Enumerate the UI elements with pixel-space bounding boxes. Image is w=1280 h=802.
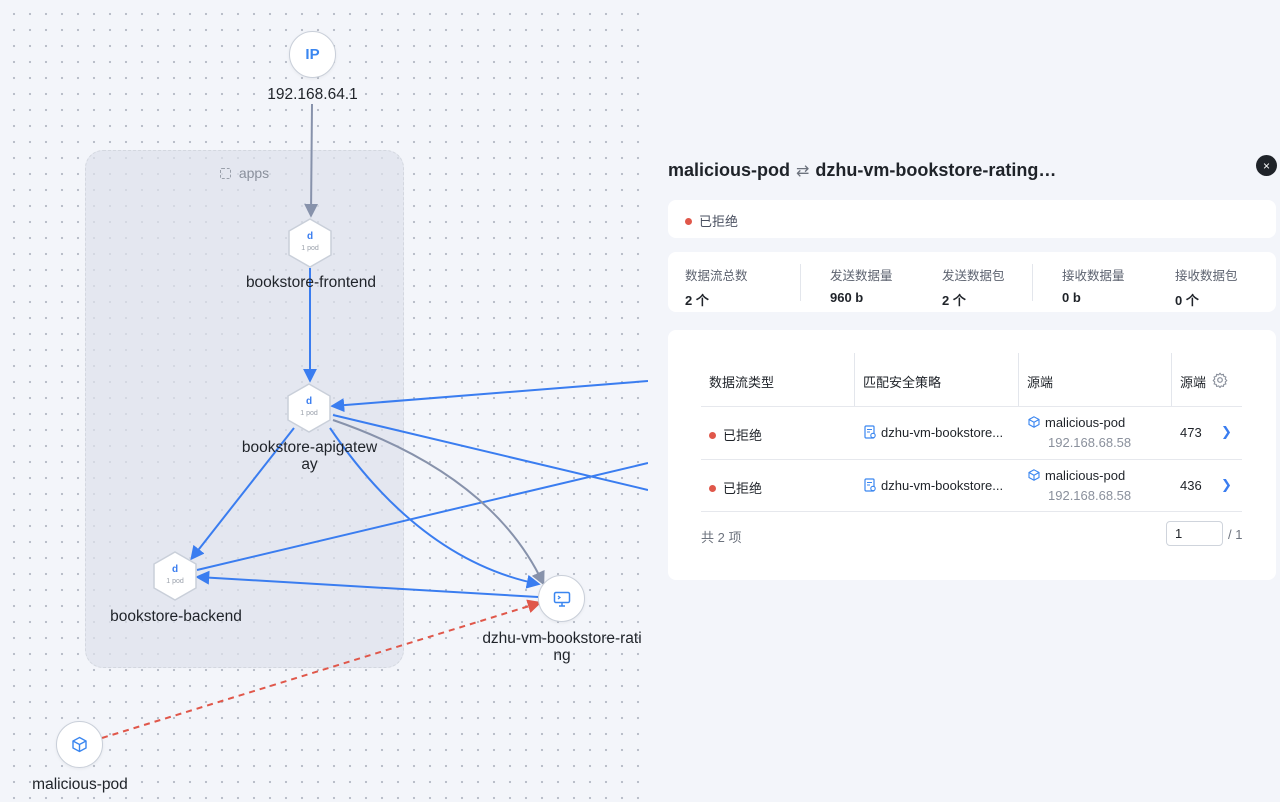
deployment-hex-icon: [153, 551, 197, 601]
namespace-icon: [219, 168, 231, 179]
page-total: / 1: [1228, 527, 1243, 542]
denied-dot-icon: [709, 485, 716, 492]
col-header-flow-type[interactable]: 数据流类型: [709, 375, 775, 390]
monitor-icon: [553, 591, 570, 607]
flow-type-cell: 已拒绝: [709, 478, 762, 497]
deployment-hex-icon: [288, 218, 332, 268]
malicious-pod-label: malicious-pod: [32, 776, 128, 793]
source-ip-cell: 192.168.68.58: [1048, 488, 1132, 503]
row-divider: [701, 459, 1242, 460]
workload-kind: d: [305, 396, 313, 407]
page-number-input[interactable]: [1166, 521, 1223, 546]
namespace-group-apps[interactable]: apps: [85, 150, 404, 668]
deployment-hex-icon: [287, 383, 331, 433]
title-target: dzhu-vm-bookstore-rating…: [815, 160, 1057, 180]
source-name-cell: malicious-pod: [1028, 468, 1125, 483]
edge-apigateway-vm-gray: [332, 419, 545, 586]
flow-type-cell: 已拒绝: [709, 425, 762, 444]
policy-cell[interactable]: dzhu-vm-bookstore...: [864, 425, 1014, 440]
bidirectional-arrow-icon: ⇄: [796, 163, 810, 180]
edge-vm-backend: [195, 570, 539, 598]
row-divider: [701, 511, 1242, 512]
row-expand-chevron-icon[interactable]: ❯: [1221, 477, 1232, 492]
pod-cube-icon: [72, 736, 87, 753]
ip-badge: IP: [305, 46, 320, 63]
edge-apigateway-vm-blue: [329, 427, 541, 589]
edge-apigateway-backend: [190, 427, 295, 561]
panel-title: malicious-pod ⇄ dzhu-vm-bookstore-rating…: [668, 160, 1056, 181]
col-divider: [1018, 353, 1019, 406]
workload-kind: d: [171, 564, 179, 575]
pod-count: 1 pod: [301, 245, 319, 252]
col-divider: [1171, 353, 1172, 406]
stat-divider: [1032, 264, 1033, 301]
edge-apigateway-external: [332, 414, 648, 491]
edge-external-apigateway: [330, 380, 648, 413]
policy-doc-icon: [864, 425, 876, 439]
col-divider: [854, 353, 855, 406]
pod-cube-icon: [1028, 416, 1040, 428]
denied-dot-icon: [709, 432, 716, 439]
row-divider: [701, 406, 1242, 407]
flow-table-card: 数据流类型 匹配安全策略 源端 源端 已拒绝 dzhu-vm-bookstore…: [668, 330, 1276, 580]
source-ip-cell: 192.168.68.58: [1048, 435, 1132, 450]
ip-node-label: 192.168.64.1: [267, 86, 358, 103]
column-settings-gear-icon[interactable]: [1212, 372, 1228, 388]
source-port-cell: 473: [1180, 425, 1202, 440]
vm-node-label: dzhu-vm-bookstore-rating: [482, 630, 642, 664]
group-label: apps: [86, 165, 403, 181]
flow-detail-panel: malicious-pod⇄dzhu-vm-bookstore-rating… …: [662, 150, 1280, 585]
edge-backend-external: [196, 462, 648, 571]
edge-ip-frontend: [304, 103, 319, 218]
status-badge: 已拒绝: [685, 211, 738, 230]
frontend-label: bookstore-frontend: [245, 274, 377, 291]
policy-cell[interactable]: dzhu-vm-bookstore...: [864, 478, 1014, 493]
backend-label: bookstore-backend: [110, 608, 242, 625]
col-header-source-port[interactable]: 源端: [1180, 375, 1206, 390]
close-button[interactable]: ×: [1256, 155, 1277, 176]
pod-count: 1 pod: [300, 410, 318, 417]
source-port-cell: 436: [1180, 478, 1202, 493]
ip-node[interactable]: IP: [289, 31, 336, 78]
pod-cube-icon: [1028, 469, 1040, 481]
denied-dot-icon: [685, 218, 692, 225]
col-header-policy[interactable]: 匹配安全策略: [863, 375, 942, 390]
malicious-pod-node[interactable]: [56, 721, 103, 768]
close-icon: ×: [1262, 158, 1270, 173]
title-source: malicious-pod: [668, 160, 791, 180]
workload-kind: d: [306, 231, 314, 242]
col-header-source[interactable]: 源端: [1027, 375, 1054, 390]
status-card: 已拒绝: [668, 200, 1276, 238]
total-count: 共 2 项: [701, 530, 742, 545]
policy-doc-icon: [864, 478, 876, 492]
row-expand-chevron-icon[interactable]: ❯: [1221, 424, 1232, 439]
topology-edges: [101, 103, 648, 739]
vm-node[interactable]: [538, 575, 585, 622]
stat-divider: [800, 264, 801, 301]
apigateway-label: bookstore-apigateway: [241, 439, 378, 473]
source-name-cell: malicious-pod: [1028, 415, 1125, 430]
pod-count: 1 pod: [166, 578, 184, 585]
